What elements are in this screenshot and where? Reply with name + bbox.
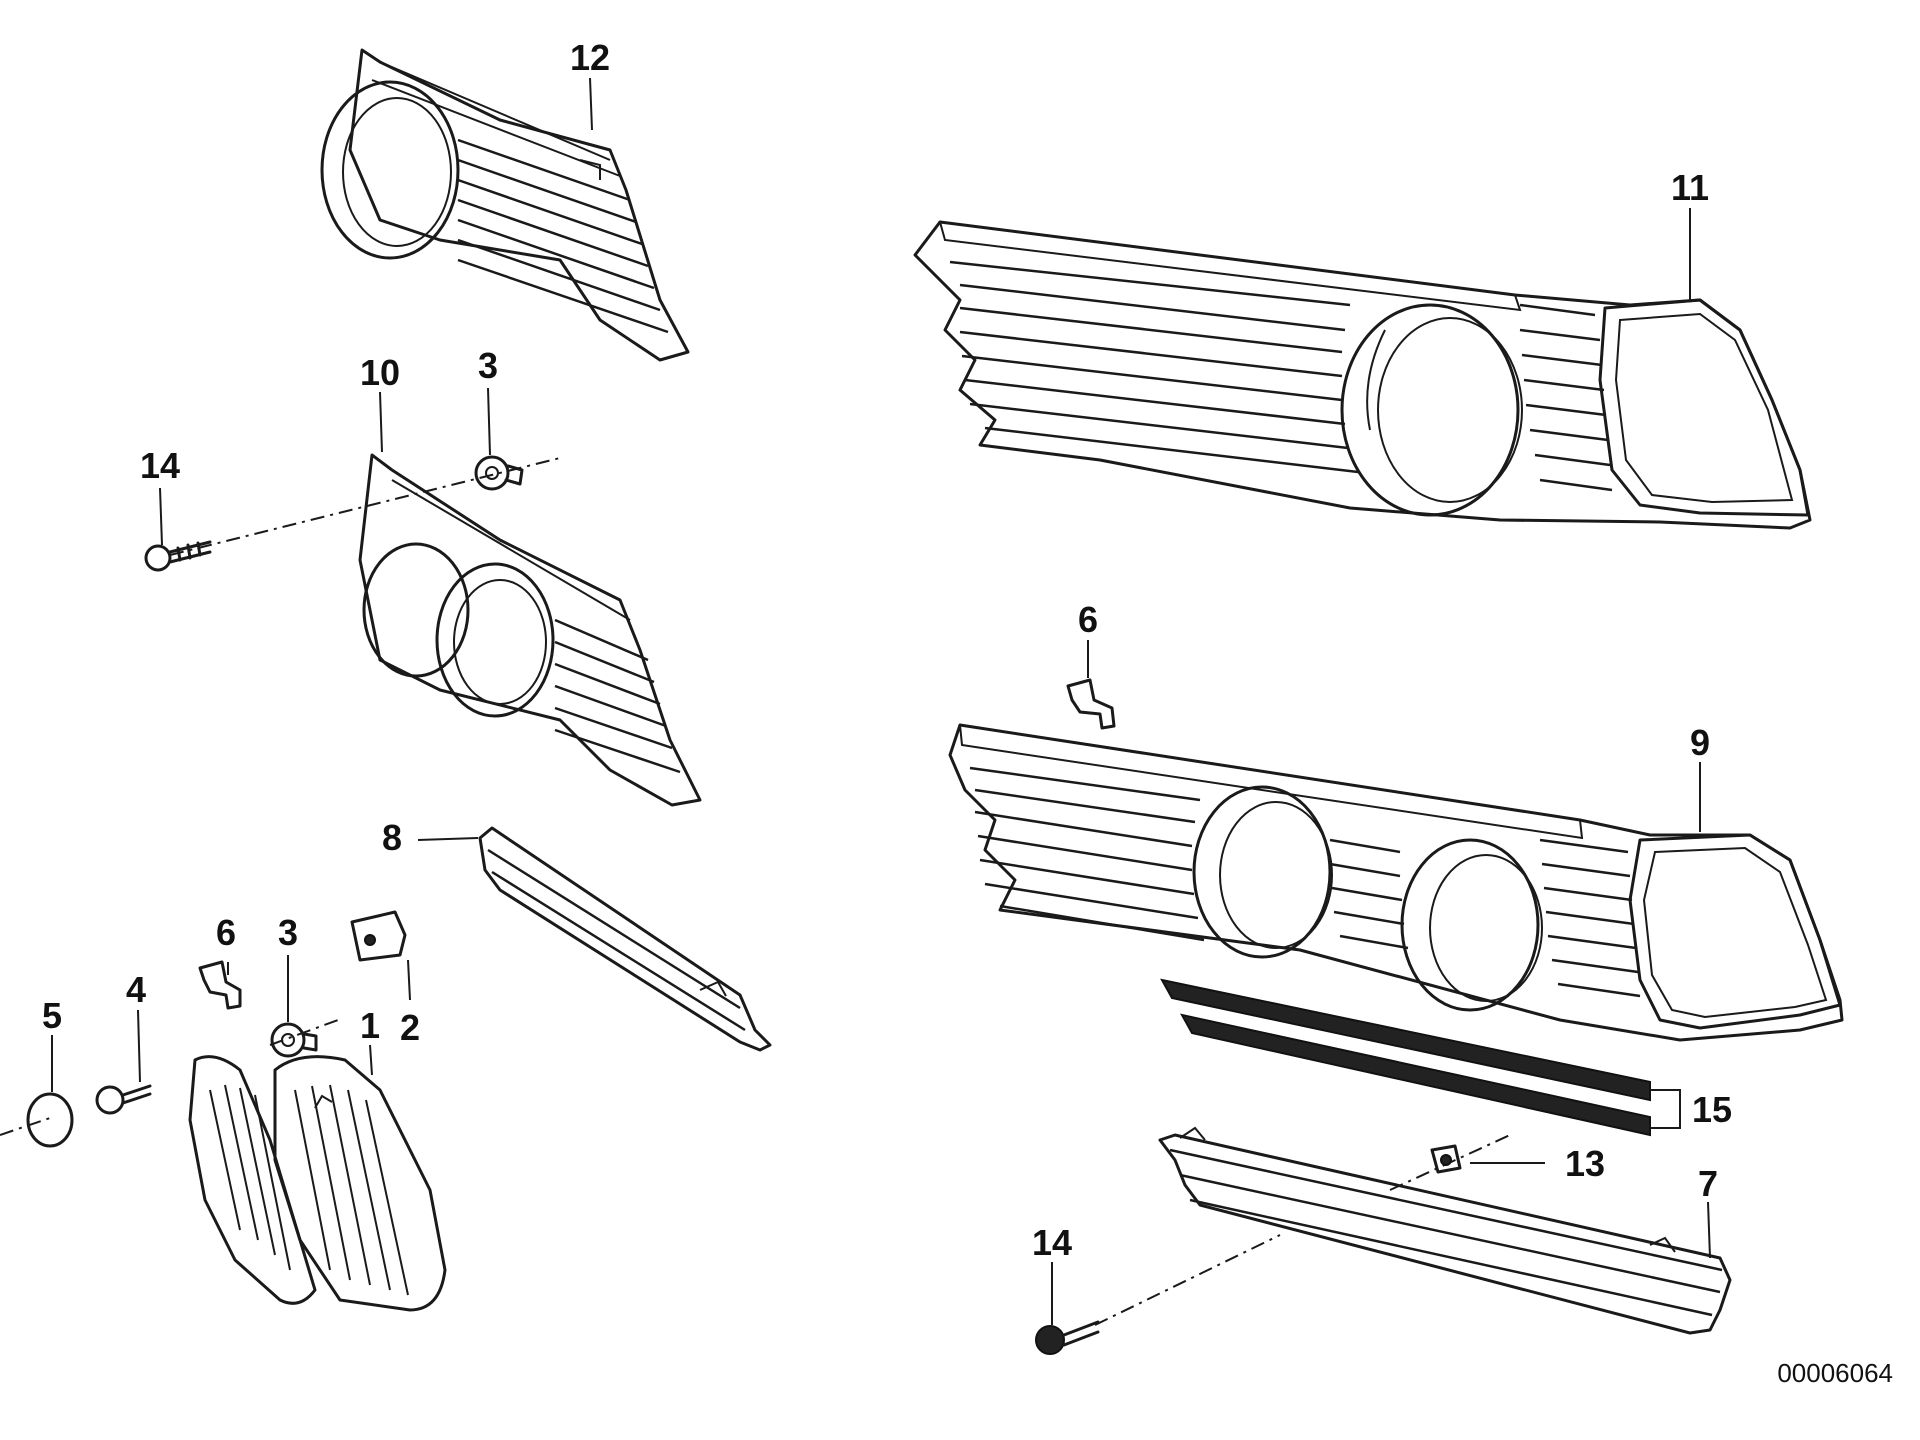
- screw-14-lower: [1035, 1234, 1281, 1355]
- callout-10: 10: [360, 352, 400, 393]
- strip-part-15: [1160, 978, 1681, 1137]
- clip-6-left: [198, 960, 242, 1010]
- callout-3-upper: 3: [478, 345, 498, 386]
- grille-9-slats: [969, 766, 1641, 998]
- callout-11: 11: [1671, 167, 1709, 208]
- clip-2: [350, 910, 407, 962]
- strip-part-8: [478, 826, 772, 1052]
- callout-13: 13: [1565, 1143, 1605, 1184]
- callout-1: 1: [360, 1005, 380, 1046]
- screw-4: [95, 1084, 152, 1115]
- leader-lines: [51, 77, 1711, 1325]
- fastener-3-upper: [169, 455, 561, 556]
- strip-part-7: [1158, 1126, 1732, 1335]
- callout-15: 15: [1692, 1089, 1732, 1130]
- grille-11-slats: [949, 260, 1613, 492]
- callout-14-upper: 14: [140, 445, 180, 486]
- callout-4: 4: [126, 969, 146, 1010]
- callout-5: 5: [42, 995, 62, 1036]
- cap-5: [0, 1092, 74, 1148]
- callout-9: 9: [1690, 722, 1710, 763]
- callout-12: 12: [570, 37, 610, 78]
- callout-3-lower: 3: [278, 912, 298, 953]
- callout-7: 7: [1698, 1163, 1718, 1204]
- fastener-3-lower: [269, 1019, 339, 1058]
- grille-part-12: [320, 48, 690, 362]
- grille-part-9: [948, 723, 1844, 1042]
- grille-10-slats: [554, 618, 681, 774]
- callout-labels: 12 11 10 3 14 6 9 8 6 3 5 4 1 2 15 13 7 …: [42, 37, 1732, 1263]
- grille-part-11: [913, 220, 1812, 530]
- callout-6-left: 6: [216, 912, 236, 953]
- clip-13: [1389, 1134, 1511, 1191]
- kidney-grille-part-1: [188, 1055, 447, 1312]
- callout-8: 8: [382, 817, 402, 858]
- callout-14-lower: 14: [1032, 1222, 1072, 1263]
- reference-number: 00006064: [1777, 1358, 1893, 1388]
- screw-14-upper: [144, 540, 212, 572]
- callout-6-right: 6: [1078, 599, 1098, 640]
- callout-2: 2: [400, 1007, 420, 1048]
- clip-6-right: [1066, 678, 1116, 730]
- grille-part-10: [358, 453, 702, 807]
- grille-12-slats: [457, 138, 669, 334]
